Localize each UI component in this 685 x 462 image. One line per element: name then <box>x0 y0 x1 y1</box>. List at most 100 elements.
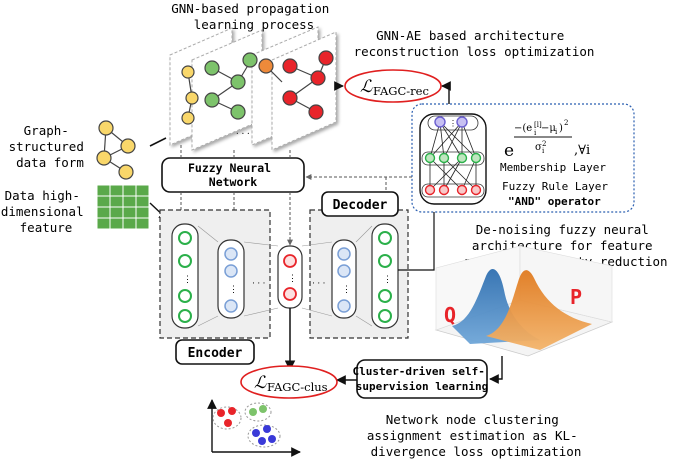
latent-node <box>283 254 297 268</box>
encoder-node <box>178 254 192 268</box>
feature-matrix <box>96 184 150 230</box>
cluster-point <box>259 405 267 413</box>
arrow-fuzzy-to-loss-rec <box>441 81 451 104</box>
svg-text:⋮: ⋮ <box>383 274 392 284</box>
svg-text:σ: σ <box>535 142 542 153</box>
svg-text:⋮: ⋮ <box>288 273 297 283</box>
ellipsis: . . . <box>236 125 250 137</box>
encoder-node <box>224 264 238 278</box>
svg-text:⋮: ⋮ <box>342 284 351 294</box>
green-graph <box>204 52 258 120</box>
graph-node <box>310 70 326 86</box>
decoder-node <box>337 299 351 313</box>
graph-node <box>242 52 258 68</box>
latent-node <box>283 287 297 301</box>
fuzzy-rule-layer-label: Fuzzy Rule Layer <box>502 180 608 193</box>
fuzzy-neural-network-box: Fuzzy Neural Network <box>161 157 305 193</box>
encoder-node <box>178 309 192 323</box>
membership-node <box>456 152 468 164</box>
membership-layer-label: Membership Layer <box>500 161 606 174</box>
decoder-node <box>378 309 392 323</box>
cluster-driven-box: Cluster-driven self- supervision learnin… <box>352 359 491 399</box>
graph-node <box>230 74 246 90</box>
graph-node <box>185 91 199 105</box>
decoder-node <box>378 231 392 245</box>
fuzzy-input-node <box>456 116 468 128</box>
graph-node <box>118 164 134 180</box>
svg-text:FAGC-clus: FAGC-clus <box>267 380 328 394</box>
encoder-node <box>224 247 238 261</box>
svg-text:e: e <box>504 141 514 161</box>
arrow-plot-to-cluster <box>489 356 503 384</box>
graph-node <box>181 65 195 79</box>
p-surface <box>486 270 592 350</box>
membership-node <box>424 152 436 164</box>
orange-graph <box>258 58 283 83</box>
svg-text:,∀i: ,∀i <box>574 143 590 158</box>
decoder-block: ⋮ ⋮ · · · <box>301 209 409 339</box>
loss-clus-node: ℒ FAGC-clus <box>240 365 338 399</box>
latent-column: ⋮ <box>277 245 303 309</box>
svg-text:i: i <box>542 147 545 155</box>
svg-text:⋮: ⋮ <box>449 119 457 128</box>
yellow-graph-small <box>181 65 199 125</box>
encoder-node <box>178 231 192 245</box>
graph-form-caption: Graph- structured data form <box>9 123 92 170</box>
svg-text:⋮: ⋮ <box>183 274 192 284</box>
rule-node <box>470 184 482 196</box>
fuzzy-architecture-panel: ⋮ e −(e [l] i −μ i ) 2 σ 2 i ,∀i Members… <box>411 103 635 213</box>
rule-node <box>424 184 436 196</box>
red-graph <box>282 50 334 120</box>
svg-text:−μ: −μ <box>541 123 556 134</box>
p-label: P <box>570 285 582 309</box>
svg-text:FAGC-rec: FAGC-rec <box>373 84 429 98</box>
cluster-point <box>224 419 232 427</box>
graph-node <box>230 104 246 120</box>
fuzzy-to-decoder-line <box>398 212 435 271</box>
svg-text:): ) <box>559 123 563 134</box>
cluster-point <box>217 409 225 417</box>
graph-node <box>98 120 114 136</box>
gnn-ae-caption: GNN-AE based architecture reconstruction… <box>354 28 595 59</box>
svg-text:· · ·: · · · <box>312 278 326 288</box>
cluster-point <box>268 435 276 443</box>
svg-text:Cluster-driven self- sup: Cluster-driven self- supervision learnin… <box>352 365 491 393</box>
cluster-point <box>228 407 236 415</box>
connector-graph-to-panel <box>149 137 167 147</box>
encoder-label: Encoder <box>175 339 255 365</box>
svg-text:Decoder: Decoder <box>333 198 388 213</box>
fuzzy-input-node <box>434 116 446 128</box>
decoder-node <box>378 289 392 303</box>
decoder-node <box>337 264 351 278</box>
data-feature-caption: Data high- dimensional feature <box>1 188 91 235</box>
svg-text:i: i <box>534 129 537 137</box>
gnn-propagation-panels: . . . <box>169 26 337 151</box>
decoder-node <box>337 247 351 261</box>
clustering-caption: Network node clustering assignment estim… <box>367 412 585 459</box>
q-label: Q <box>444 303 456 327</box>
decoder-label: Decoder <box>321 191 399 217</box>
svg-text:Encoder: Encoder <box>188 346 243 361</box>
graph-node <box>120 138 136 154</box>
graph-node <box>96 150 112 166</box>
graph-node <box>308 104 324 120</box>
loss-rec-node: ℒ FAGC-rec <box>344 69 442 103</box>
graph-node <box>318 50 334 66</box>
graph-node <box>204 92 220 108</box>
cluster-point <box>258 437 266 445</box>
cluster-point <box>249 408 257 416</box>
svg-text:2: 2 <box>542 140 546 148</box>
svg-text:Fuzzy Neural Network: Fuzzy Neural Network <box>188 161 278 189</box>
graph-node <box>181 111 195 125</box>
svg-text:ℒ: ℒ <box>254 373 267 393</box>
graph-node <box>282 58 298 74</box>
membership-formula: e −(e [l] i −μ i ) 2 σ 2 i ,∀i <box>504 119 590 161</box>
and-operator-label: "AND" operator <box>508 195 601 208</box>
rule-node <box>438 184 450 196</box>
svg-text:ℒ: ℒ <box>360 77 373 97</box>
svg-text:−(e: −(e <box>514 123 532 134</box>
svg-text:i: i <box>555 128 558 136</box>
svg-text:[l]: [l] <box>534 121 542 129</box>
svg-text:· · ·: · · · <box>252 278 266 288</box>
